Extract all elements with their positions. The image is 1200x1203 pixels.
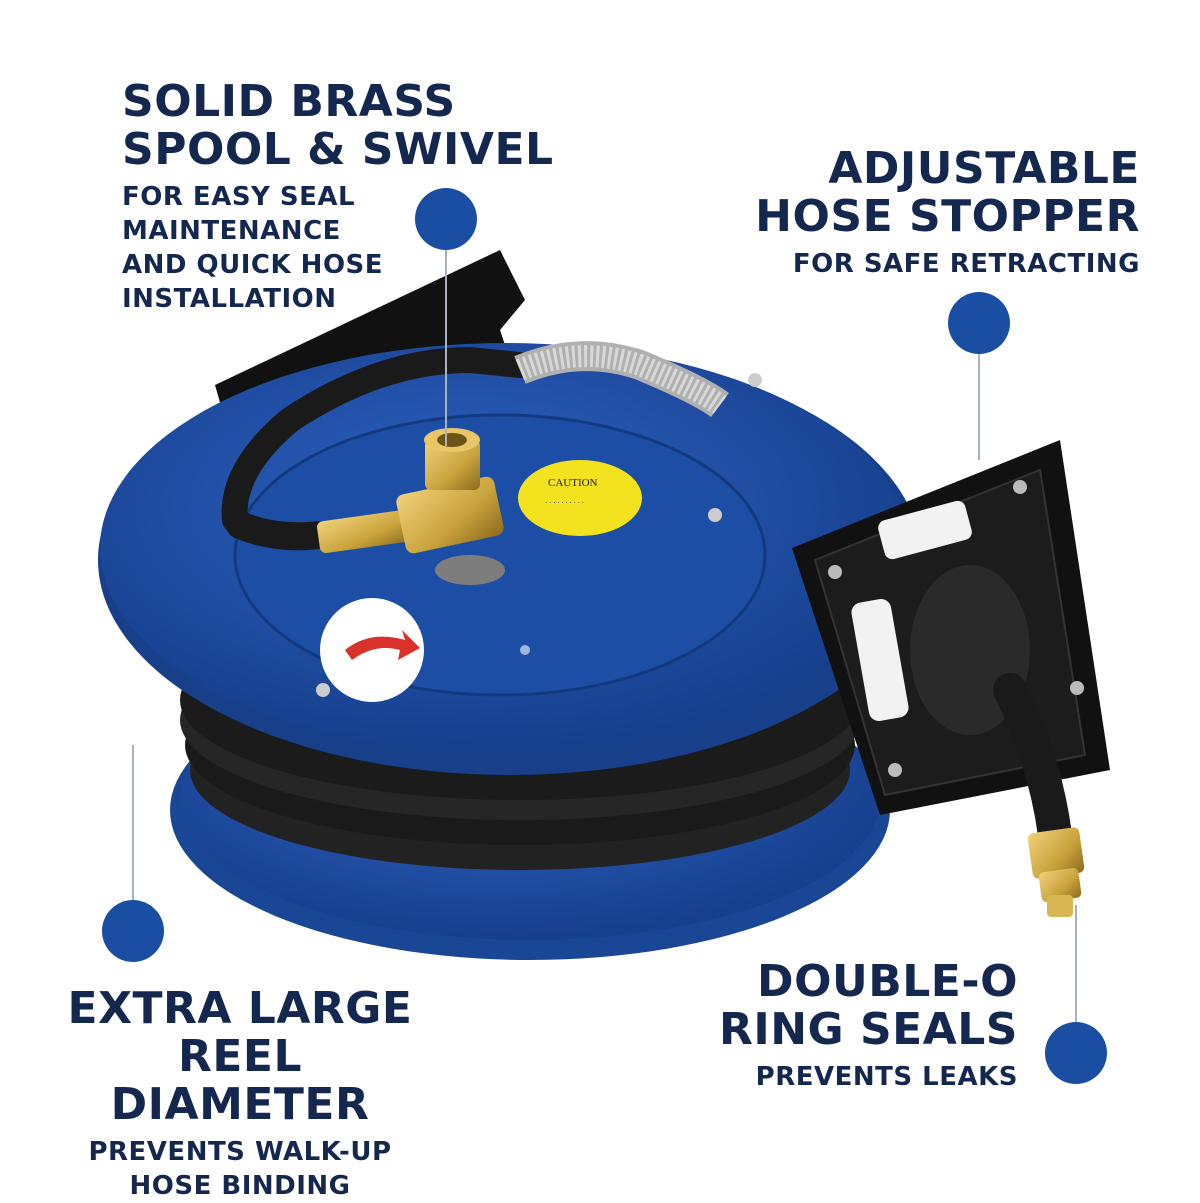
- leader-line-stopper: [978, 352, 980, 460]
- leader-line-brass: [445, 248, 447, 446]
- feed-hose: [221, 341, 729, 551]
- hose-end: [993, 673, 1085, 917]
- leader-line-seals: [1075, 905, 1077, 1023]
- rotation-arrow-sticker: [320, 598, 424, 702]
- svg-text:CAUTION: CAUTION: [548, 477, 598, 489]
- callout-diameter-title: EXTRA LARGE REEL DIAMETER: [67, 983, 413, 1130]
- callout-reel-diameter: EXTRA LARGE REEL DIAMETER PREVENTS WALK-…: [60, 985, 420, 1203]
- marker-dot-diameter: [102, 900, 164, 962]
- svg-text:· · · · · · · · · ·: · · · · · · · · · ·: [545, 499, 584, 507]
- callout-ring-seals: DOUBLE-O RING SEALS PREVENTS LEAKS: [719, 958, 1018, 1094]
- brass-swivel: [317, 428, 505, 585]
- callout-seals-title: DOUBLE-O RING SEALS: [718, 956, 1018, 1055]
- callout-seals-subtitle: PREVENTS LEAKS: [755, 1062, 1018, 1092]
- callout-brass-spool: SOLID BRASS SPOOL & SWIVEL FOR EASY SEAL…: [122, 78, 554, 316]
- marker-dot-seals: [1045, 1022, 1107, 1084]
- callout-stopper-subtitle: FOR SAFE RETRACTING: [792, 249, 1140, 279]
- callout-brass-title: SOLID BRASS SPOOL & SWIVEL: [122, 76, 554, 175]
- callout-stopper-title: ADJUSTABLE HOSE STOPPER: [755, 143, 1140, 242]
- callout-brass-subtitle: FOR EASY SEAL MAINTENANCE AND QUICK HOSE…: [122, 182, 384, 314]
- upper-reel-flange: [98, 343, 922, 775]
- marker-dot-stopper: [948, 292, 1010, 354]
- marker-dot-brass: [415, 188, 477, 250]
- callout-hose-stopper: ADJUSTABLE HOSE STOPPER FOR SAFE RETRACT…: [755, 145, 1140, 281]
- caution-sticker: CAUTION · · · · · · · · · ·: [518, 460, 642, 536]
- leader-line-diameter: [132, 745, 134, 905]
- callout-diameter-subtitle: PREVENTS WALK-UP HOSE BINDING: [88, 1137, 392, 1201]
